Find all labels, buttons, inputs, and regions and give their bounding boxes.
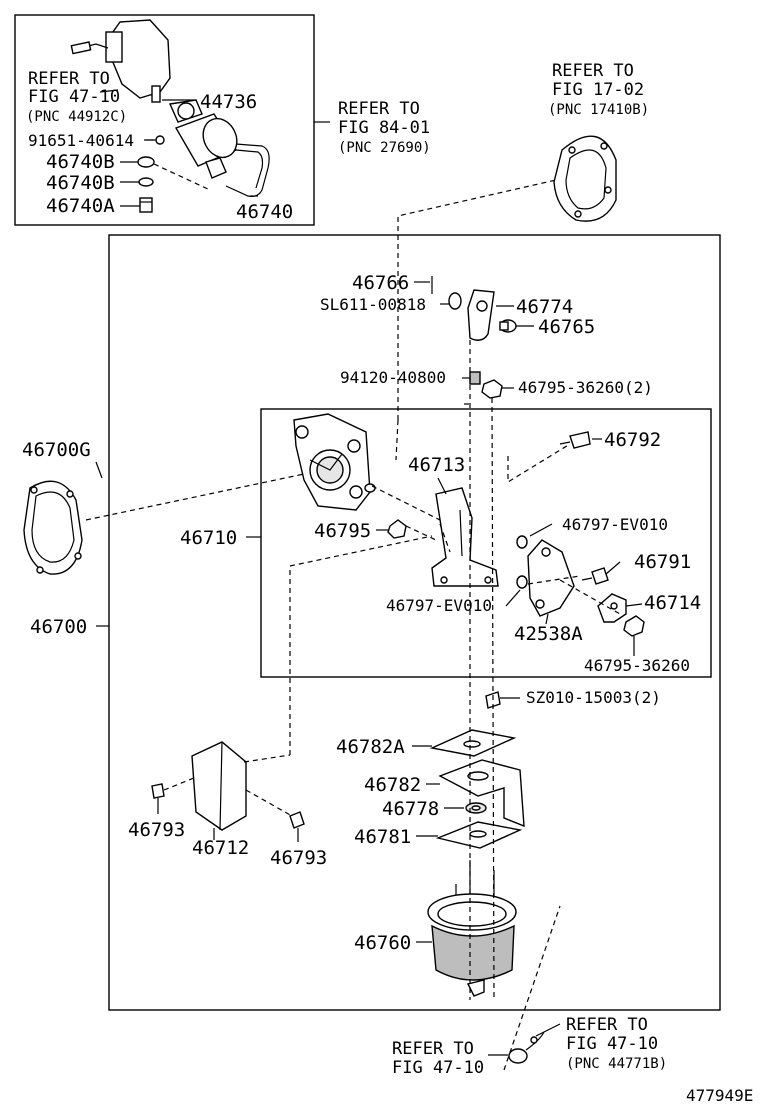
label-46782: 46782 — [364, 774, 421, 796]
nut-46795 — [387, 519, 407, 539]
washer-46797-b — [516, 575, 528, 589]
main-frame — [108, 234, 721, 1011]
plate-42538A-drawing — [527, 539, 575, 617]
ref-84-01-line2: FIG 84-01 — [338, 118, 430, 138]
ref-84-01-pnc: (PNC 27690) — [338, 140, 431, 156]
label-46795-36260: 46795-36260 — [584, 656, 690, 675]
nut-94120 — [469, 371, 481, 385]
washer-sl611 — [448, 292, 462, 310]
dashed-alignment-lines — [85, 179, 621, 1071]
bracket-subassembly-frame — [260, 408, 712, 678]
label-46740B-1: 46740B — [46, 151, 115, 173]
gasket-46700G-drawing — [23, 480, 83, 575]
bracket-46713-drawing — [431, 487, 499, 587]
label-46792: 46792 — [604, 429, 661, 451]
label-46766: 46766 — [352, 272, 409, 294]
label-46712: 46712 — [192, 837, 249, 859]
label-46700: 46700 — [30, 616, 87, 638]
hose-clamp-bottom — [508, 1031, 545, 1064]
bolt-46793-a — [151, 783, 165, 799]
label-46778: 46778 — [382, 798, 439, 820]
nut-46795-36260-top — [481, 379, 503, 399]
ref-47-10-top-line2: FIG 47-10 — [28, 87, 120, 107]
label-46791: 46791 — [634, 551, 691, 573]
label-46781: 46781 — [354, 826, 411, 848]
housing-46710-drawing — [293, 413, 376, 511]
label-46760: 46760 — [354, 932, 411, 954]
label-46714: 46714 — [644, 592, 701, 614]
reference-labels: REFER TO FIG 47-10 (PNC 44912C) REFER TO… — [26, 61, 667, 1078]
label-46795-36260-2: 46795-36260(2) — [518, 378, 653, 397]
bolt-46765 — [499, 319, 517, 333]
bolt-46792 — [559, 431, 591, 449]
label-46793-b: 46793 — [270, 847, 327, 869]
ref-84-01-line1: REFER TO — [338, 99, 420, 119]
clamp-46774 — [467, 289, 495, 341]
ref-47-10-bl-line2: FIG 47-10 — [392, 1058, 484, 1078]
stay-46714-drawing — [597, 593, 627, 623]
label-46795: 46795 — [314, 520, 371, 542]
cover-46712-drawing — [191, 741, 247, 831]
spacer-46778 — [465, 802, 487, 814]
part-number-labels: 44736 91651-40614 46740B 46740B 46740A 4… — [22, 91, 701, 954]
pump-assembly-drawing — [70, 19, 171, 103]
ref-17-02-pnc: (PNC 17410B) — [548, 102, 649, 118]
label-46740B-2: 46740B — [46, 172, 115, 194]
leader-lines — [95, 99, 643, 1056]
label-46774: 46774 — [516, 296, 573, 318]
label-42538A: 42538A — [514, 623, 583, 645]
filter-46740-drawing — [174, 113, 270, 197]
ref-47-10-br-line2: FIG 47-10 — [566, 1034, 658, 1054]
ref-17-02-line1: REFER TO — [552, 61, 634, 81]
label-46797-a: 46797-EV010 — [562, 515, 668, 534]
label-46765: 46765 — [538, 316, 595, 338]
plate-46781-drawing — [435, 821, 523, 849]
label-46700G: 46700G — [22, 439, 91, 461]
label-sz010: SZ010-15003(2) — [526, 688, 661, 707]
label-46740A: 46740A — [46, 195, 115, 217]
label-46793-a: 46793 — [128, 819, 185, 841]
clamp-44736-drawing — [168, 99, 203, 123]
plate-46782A-drawing — [429, 729, 517, 757]
label-46782A: 46782A — [336, 736, 405, 758]
label-46710: 46710 — [180, 527, 237, 549]
label-44736: 44736 — [200, 91, 257, 113]
ref-47-10-top-line1: REFER TO — [28, 69, 110, 89]
washer-46797-a — [516, 535, 528, 549]
diagram-id: 477949E — [686, 1086, 753, 1105]
ref-47-10-bl-line1: REFER TO — [392, 1039, 474, 1059]
nut-46795-36260-right — [623, 615, 645, 637]
ref-47-10-br-pnc: (PNC 44771B) — [566, 1056, 667, 1072]
label-46797-b: 46797-EV010 — [386, 596, 492, 615]
label-sl611: SL611-00818 — [320, 295, 426, 314]
label-46713: 46713 — [408, 454, 465, 476]
inset-frame-top — [14, 14, 315, 226]
mount-46760-drawing — [427, 860, 517, 997]
label-91651-40614: 91651-40614 — [28, 131, 134, 150]
collar-sz010 — [485, 691, 501, 709]
gasket-17-02-drawing — [553, 135, 617, 222]
ref-17-02-line2: FIG 17-02 — [552, 80, 644, 100]
bolt-46793-b — [289, 811, 305, 829]
bolt-46791 — [581, 567, 609, 585]
label-94120: 94120-40800 — [340, 368, 446, 387]
label-46740: 46740 — [236, 201, 293, 223]
ref-47-10-top-pnc: (PNC 44912C) — [26, 109, 127, 125]
ref-47-10-br-line1: REFER TO — [566, 1015, 648, 1035]
bracket-46782-drawing — [438, 759, 525, 828]
